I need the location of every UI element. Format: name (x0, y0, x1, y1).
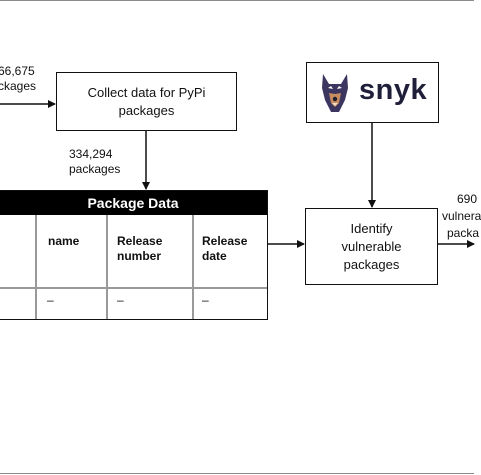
table-header-release-number-line1: Release (117, 234, 163, 248)
table-column-divider (192, 215, 194, 319)
snyk-dog-logo-icon (322, 74, 348, 112)
identify-box-line1: Identify (350, 220, 393, 236)
middle-count-label: 334,294 packages (69, 147, 120, 176)
table-row-divider (0, 287, 267, 289)
table-header-release-number-line2: number (117, 249, 162, 263)
table-header-release-date: Release date (202, 234, 247, 264)
snyk-wordmark: snyk (359, 74, 428, 106)
table-header-name: name (48, 234, 80, 248)
collect-box-line2: packages (118, 102, 175, 118)
collect-box-line1: Collect data for PyPi (87, 84, 206, 100)
table-column-divider (106, 215, 108, 319)
right-count-line2: vulnera (442, 209, 481, 223)
left-count-unit: ckages (0, 79, 37, 93)
identify-box-line3: packages (343, 256, 400, 272)
table-title: Package Data (0, 191, 267, 215)
collect-data-box: Collect data for PyPi packages (56, 72, 237, 131)
table-cell-release-date: – (202, 293, 209, 307)
right-count-line3: packa (447, 226, 480, 240)
table-header-release-date-line2: date (202, 249, 227, 263)
table-cell-name: – (47, 293, 54, 307)
table-header-release-number: Release number (117, 234, 162, 264)
right-count-line1: 690 (457, 192, 478, 206)
snyk-logo-box: snyk (306, 62, 439, 123)
table-header-release-date-line1: Release (202, 234, 248, 248)
table-cell-release-number: – (117, 293, 124, 307)
middle-count-number: 334,294 (69, 147, 113, 161)
left-count-number: 66,675 (0, 64, 35, 78)
table-column-divider (35, 215, 37, 319)
package-data-table: Package Data name Release number Release… (0, 190, 268, 320)
right-count-label: 690 vulnera packa (442, 192, 481, 240)
middle-count-unit: packages (69, 162, 121, 176)
identify-box-line2: vulnerable (341, 238, 402, 254)
left-count-label: 66,675 ckages (0, 64, 36, 93)
identify-vulnerable-box: Identify vulnerable packages (305, 208, 438, 285)
